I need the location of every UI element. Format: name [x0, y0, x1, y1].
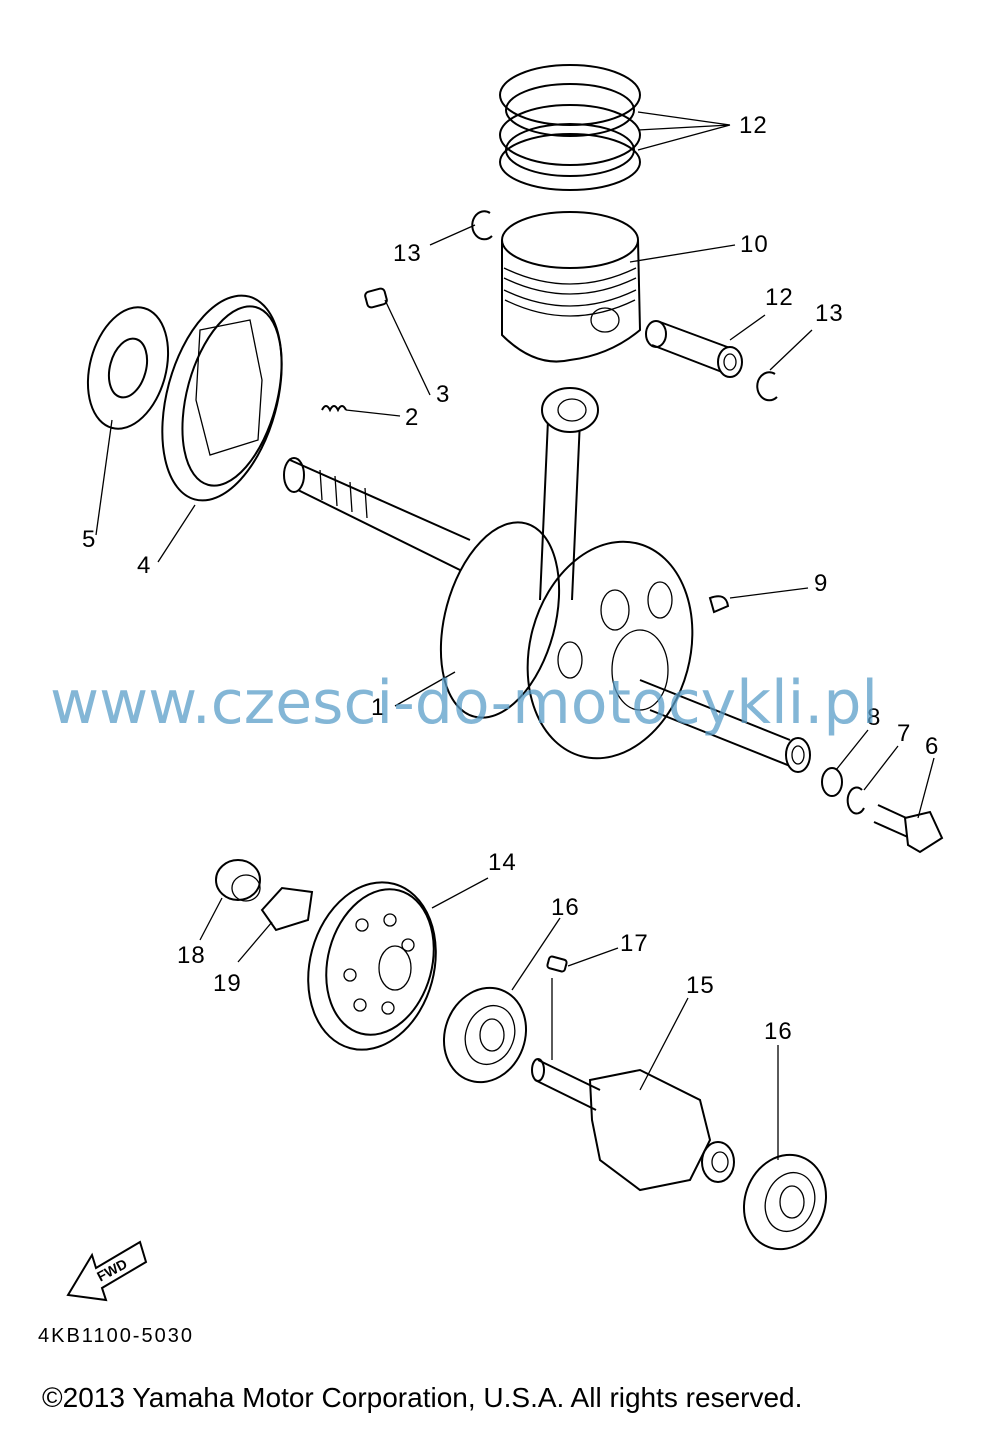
callout-14: 14 — [488, 849, 517, 876]
callout-5: 5 — [82, 526, 97, 553]
callout-16-right: 16 — [764, 1018, 793, 1045]
fwd-arrow — [66, 1240, 148, 1302]
callout-8: 8 — [867, 704, 882, 731]
callout-9: 9 — [814, 570, 829, 597]
washer — [86, 306, 170, 430]
piston-rings — [499, 64, 641, 191]
balancer-drive-gear — [307, 881, 437, 1051]
piston — [501, 211, 642, 363]
callout-6: 6 — [925, 733, 940, 760]
starter-wheel — [161, 294, 283, 502]
callout-10: 10 — [740, 231, 769, 258]
circlip-right — [756, 371, 778, 402]
copyright-notice: ©2013 Yamaha Motor Corporation, U.S.A. A… — [42, 1382, 803, 1413]
spring-washer — [846, 786, 865, 815]
callout-1: 1 — [371, 694, 386, 721]
callout-13-right: 13 — [815, 300, 844, 327]
bearing-plate — [260, 886, 314, 932]
callout-4: 4 — [137, 552, 152, 579]
circlip-left — [471, 210, 493, 241]
leader-lines — [95, 111, 935, 1160]
dowel-pin — [364, 287, 388, 309]
callout-11: 12 — [739, 112, 768, 139]
bearing-left — [442, 986, 528, 1084]
balancer-key — [546, 955, 568, 973]
woodruff-key — [708, 595, 730, 614]
callout-12: 12 — [765, 284, 794, 311]
callout-2: 2 — [405, 404, 420, 431]
spring — [321, 405, 347, 413]
callout-13-left: 13 — [393, 240, 422, 267]
callout-15: 15 — [686, 972, 715, 999]
callout-16-left: 16 — [551, 894, 580, 921]
callout-3: 3 — [436, 381, 451, 408]
crank-bolt — [873, 804, 944, 854]
plain-washer — [821, 767, 843, 797]
callout-19: 19 — [213, 970, 242, 997]
watermark: www.czesci-do-motocykli.pl — [50, 668, 879, 738]
callout-17: 17 — [620, 930, 649, 957]
callout-18: 18 — [177, 942, 206, 969]
crankshaft — [283, 387, 811, 773]
callout-7: 7 — [897, 720, 912, 747]
balancer-shaft — [531, 1058, 735, 1192]
piston-pin — [645, 320, 743, 378]
diagram-code: 4KB1100-5030 — [38, 1325, 194, 1347]
bearing-right — [742, 1153, 828, 1251]
needle-bearing — [215, 859, 261, 902]
